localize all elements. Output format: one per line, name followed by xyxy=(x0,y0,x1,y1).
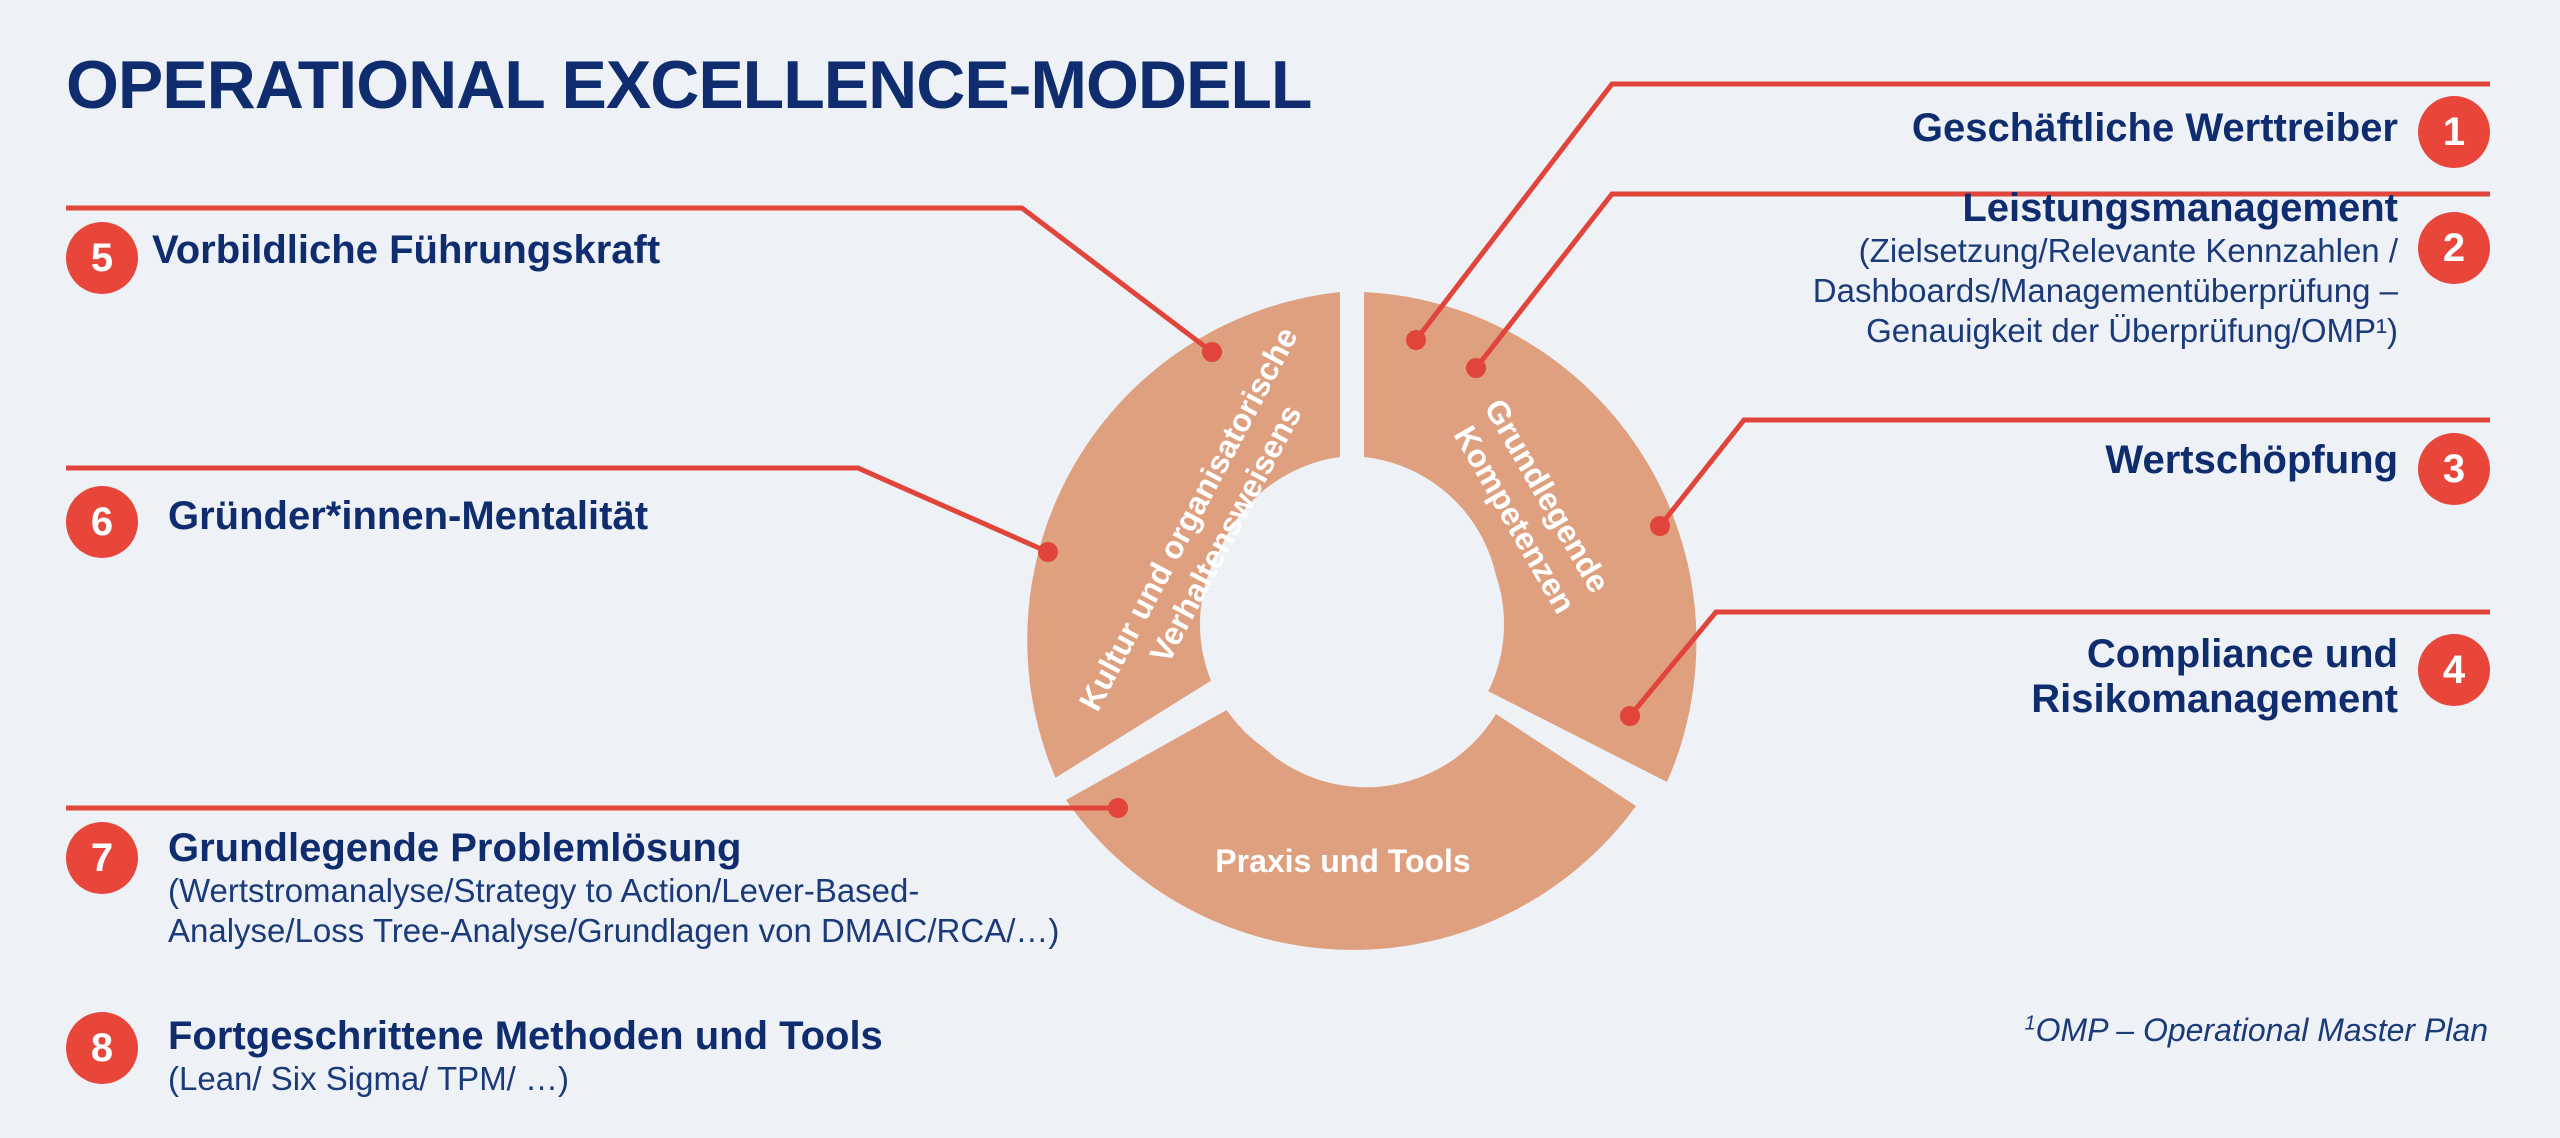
item-2: Leistungsmanagement (Zielsetzung/Relevan… xyxy=(1813,186,2398,351)
connector-dot-1 xyxy=(1406,330,1426,350)
connector-3 xyxy=(1658,417,2490,528)
connector-4 xyxy=(1628,609,2490,718)
connector-2 xyxy=(1474,191,2490,370)
footnote-marker: 1 xyxy=(2024,1012,2036,1035)
item-8-heading: Fortgeschrittene Methoden und Tools xyxy=(168,1014,883,1058)
connector-1 xyxy=(1414,81,2490,342)
connector-dot-6 xyxy=(1038,542,1058,562)
connector-6 xyxy=(66,465,1050,555)
badge-4: 4 xyxy=(2418,634,2490,706)
connector-dot-4 xyxy=(1620,706,1640,726)
item-7-heading: Grundlegende Problemlösung xyxy=(168,826,742,870)
item-4: Compliance und Risikomanagement xyxy=(2031,632,2398,722)
item-2-detail-2: Dashboards/Managementüberprüfung – xyxy=(1812,272,2398,309)
item-8-detail-1: (Lean/ Six Sigma/ TPM/ …) xyxy=(168,1060,570,1097)
item-4-heading-line1: Compliance und xyxy=(2086,632,2398,676)
badge-5: 5 xyxy=(66,222,138,294)
item-7-detail-1: (Wertstromanalyse/Strategy to Action/Lev… xyxy=(168,872,920,909)
connector-dot-5 xyxy=(1202,342,1222,362)
page-title: OPERATIONAL EXCELLENCE-MODELL xyxy=(66,47,1312,123)
item-2-heading: Leistungsmanagement xyxy=(1962,186,2398,230)
badge-7: 7 xyxy=(66,822,138,894)
badge-6: 6 xyxy=(66,486,138,558)
badge-2: 2 xyxy=(2418,212,2490,284)
badge-1: 1 xyxy=(2418,96,2490,168)
connector-5 xyxy=(66,205,1214,354)
segment-competencies xyxy=(1364,292,1697,782)
item-7-detail-2: Analyse/Loss Tree-Analyse/Grundlagen von… xyxy=(168,912,1060,949)
item-6-heading: Gründer*innen-Mentalität xyxy=(168,494,649,538)
connector-dot-2 xyxy=(1466,358,1486,378)
badge-8: 8 xyxy=(66,1012,138,1084)
connector-dot-3 xyxy=(1650,516,1670,536)
badge-3: 3 xyxy=(2418,433,2490,505)
item-7: Grundlegende Problemlösung (Wertstromana… xyxy=(168,826,1059,951)
ring-center xyxy=(1200,472,1504,776)
item-4-heading-line2: Risikomanagement xyxy=(2031,677,2398,721)
item-8: Fortgeschrittene Methoden und Tools (Lea… xyxy=(168,1014,883,1099)
connector-dot-7 xyxy=(1108,798,1128,818)
item-3-heading: Wertschöpfung xyxy=(2105,438,2398,482)
footnote: 1OMP – Operational Master Plan xyxy=(2025,1012,2488,1049)
footnote-text: OMP – Operational Master Plan xyxy=(2035,1012,2488,1048)
segment-practice xyxy=(1066,707,1636,950)
segment-culture xyxy=(1027,292,1340,778)
item-5-heading: Vorbildliche Führungskraft xyxy=(152,228,661,272)
item-2-detail-3: Genauigkeit der Überprüfung/OMP¹) xyxy=(1866,312,2398,349)
segment-practice-label: Praxis und Tools xyxy=(1215,843,1470,879)
item-2-detail-1: (Zielsetzung/Relevante Kennzahlen / xyxy=(1858,232,2398,269)
item-1-heading: Geschäftliche Werttreiber xyxy=(1911,106,2398,150)
